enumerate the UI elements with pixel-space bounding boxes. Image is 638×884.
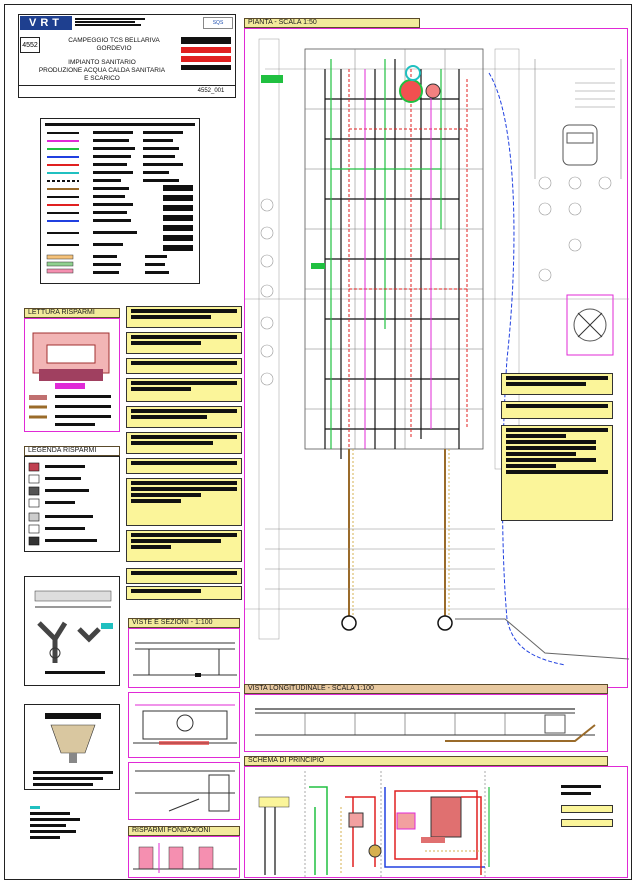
plan-frame bbox=[244, 28, 629, 688]
project-name-line2: GORDEVIO bbox=[96, 45, 132, 52]
foundation-savings-panel bbox=[128, 836, 240, 878]
plan-title: PIANTA - SCALA 1:50 bbox=[244, 18, 420, 28]
savings-reading-panel bbox=[24, 318, 120, 432]
plan-note-3 bbox=[501, 425, 613, 521]
drawing-title-line1: IMPIANTO SANITARIO bbox=[68, 59, 136, 66]
section-view-3 bbox=[128, 762, 240, 820]
section-drawing-3 bbox=[135, 770, 235, 812]
section-view-1 bbox=[128, 628, 240, 688]
revision-stamps bbox=[171, 35, 235, 81]
foundation-drawing bbox=[133, 843, 237, 873]
project-number: 4552 bbox=[20, 37, 40, 53]
note-box-6 bbox=[126, 432, 242, 454]
savings-reading-title: LETTURA RISPARMI bbox=[24, 308, 120, 318]
plan-drawing bbox=[245, 38, 629, 666]
views-sections-title: VISTE E SEZIONI - 1:100 bbox=[128, 618, 240, 628]
pipe-legend-table bbox=[40, 118, 200, 284]
plan-note-2 bbox=[501, 401, 613, 419]
detail-drawing-1 bbox=[34, 590, 113, 674]
drawing-sheet bbox=[4, 4, 632, 880]
detail-box-2 bbox=[24, 704, 120, 790]
note-box-8 bbox=[126, 478, 242, 526]
cert-logo: SQS bbox=[203, 17, 233, 29]
note-box-7 bbox=[126, 458, 242, 474]
savings-reading-drawing bbox=[29, 332, 111, 426]
note-box-3 bbox=[126, 358, 242, 374]
savings-legend-panel bbox=[24, 456, 120, 552]
section-drawing-1 bbox=[133, 642, 237, 677]
longitudinal-view-panel bbox=[244, 694, 608, 752]
note-box-9 bbox=[126, 530, 242, 562]
longitudinal-drawing bbox=[255, 708, 596, 742]
notes-column bbox=[126, 306, 242, 600]
note-box-11 bbox=[126, 586, 242, 600]
detail-drawing-2 bbox=[33, 713, 113, 786]
pipe-legend-swatches bbox=[45, 123, 195, 274]
small-notes bbox=[30, 804, 90, 844]
note-box-1 bbox=[126, 306, 242, 328]
project-name-line1: CAMPEGGIO TCS BELLARIVA bbox=[68, 37, 160, 44]
company-info-bars bbox=[75, 17, 195, 29]
savings-legend-symbols bbox=[28, 462, 97, 546]
principle-scheme-title: SCHEMA DI PRINCIPIO bbox=[244, 756, 608, 766]
foundation-savings-title: RISPARMI FONDAZIONI bbox=[128, 826, 240, 836]
company-logo: VRT bbox=[20, 16, 72, 30]
note-box-2 bbox=[126, 332, 242, 354]
note-box-5 bbox=[126, 406, 242, 428]
drawing-number: 4552_001 bbox=[197, 88, 225, 94]
section-drawing-2 bbox=[133, 704, 237, 745]
detail-box-1 bbox=[24, 576, 120, 686]
longitudinal-view-title: VISTA LONGITUDINALE - SCALA 1:100 bbox=[244, 684, 608, 694]
savings-legend-title: LEGENDA RISPARMI bbox=[24, 446, 120, 456]
section-view-2 bbox=[128, 692, 240, 758]
drawing-title-line3: E SCARICO bbox=[84, 75, 120, 82]
plan-note-1 bbox=[501, 373, 613, 395]
principle-scheme-panel bbox=[244, 766, 628, 878]
drawing-title-line2: PRODUZIONE ACQUA CALDA SANITARIA bbox=[38, 67, 166, 74]
principle-scheme-drawing bbox=[258, 771, 490, 877]
title-block: VRT SQS 4552 CAMPEGGIO TCS BELLARIVA GOR… bbox=[18, 14, 236, 98]
title-block-footer bbox=[19, 85, 235, 97]
scheme-legend bbox=[561, 781, 621, 841]
note-box-4 bbox=[126, 378, 242, 402]
note-box-10 bbox=[126, 568, 242, 584]
